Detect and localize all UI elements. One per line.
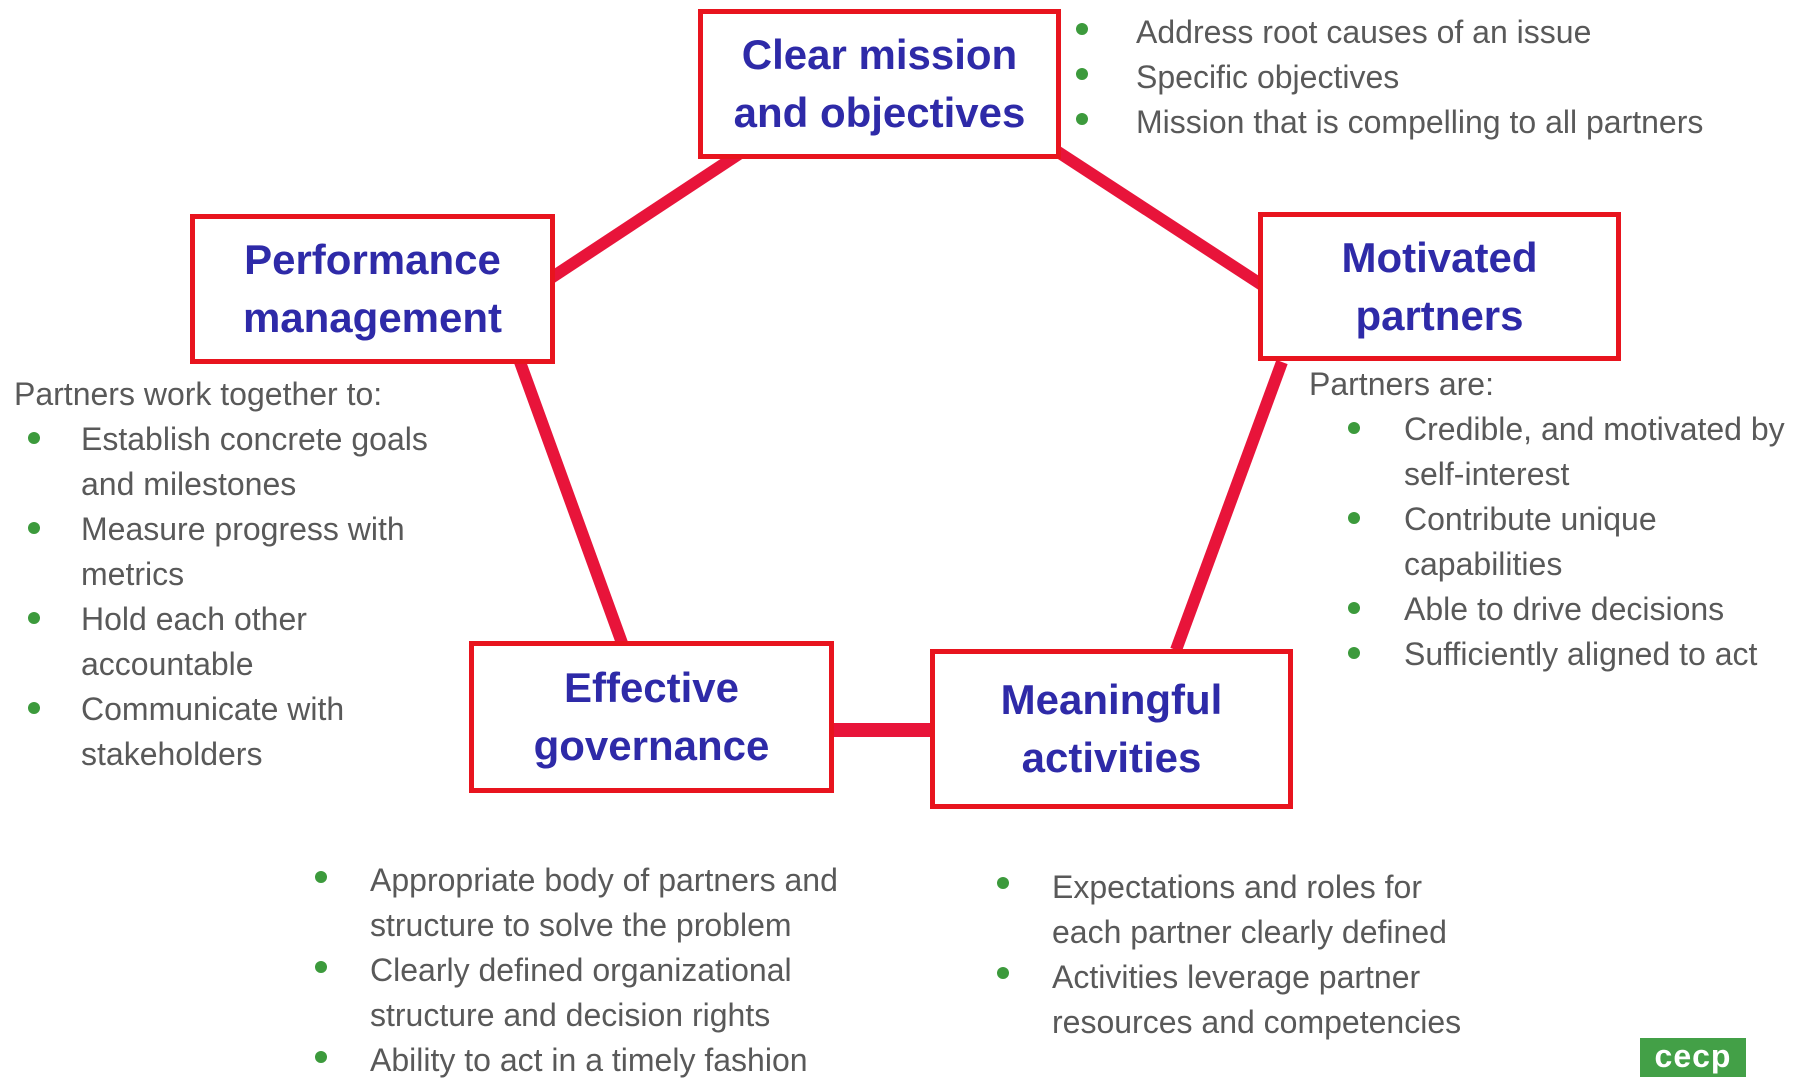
- box-effective-governance-line-2: governance: [533, 722, 770, 769]
- bullet-dot: [1348, 647, 1360, 659]
- connector-mission-partners: [1051, 144, 1266, 291]
- box-performance-management-line-1: Performance: [244, 236, 501, 283]
- box-meaningful-activities-line-2: activities: [1021, 734, 1202, 781]
- bullet-dot: [28, 432, 40, 444]
- list-item: Address root causes of an issue: [1076, 10, 1703, 55]
- bullet-dot: [28, 522, 40, 534]
- box-performance-management-line-2: management: [242, 294, 503, 341]
- bullet-dot: [997, 967, 1009, 979]
- box-effective-governance: Effective governance: [469, 641, 834, 793]
- box-effective-governance-line-1: Effective: [563, 664, 740, 711]
- box-meaningful-activities: Meaningful activities: [930, 649, 1293, 809]
- box-meaningful-activities-line-1: Meaningful: [1000, 676, 1223, 723]
- box-motivated-partners-line-2: partners: [1355, 291, 1524, 339]
- bullet-dot: [1348, 602, 1360, 614]
- list-item: Mission that is compelling to all partne…: [1076, 100, 1703, 145]
- bullet-dot: [997, 877, 1009, 889]
- bullet-dot: [1076, 23, 1088, 35]
- box-motivated-partners: Motivated partners: [1258, 212, 1621, 361]
- list-item: Specific objectives: [1076, 55, 1703, 100]
- bullet-dot: [28, 702, 40, 714]
- connector-mission-performance: [544, 144, 749, 286]
- cecp-logo: cecp: [1640, 1038, 1746, 1077]
- box-motivated-partners-line-1: Motivated: [1341, 233, 1538, 281]
- list-item: Sufficiently aligned to act: [1348, 632, 1785, 677]
- mission-bullets: Address root causes of an issue Specific…: [1076, 10, 1703, 145]
- bullet-dot: [1076, 113, 1088, 125]
- connector-performance-governance: [514, 359, 628, 646]
- bullet-dot: [315, 961, 327, 973]
- bullet-dot: [1348, 422, 1360, 434]
- list-item: Able to drive decisions: [1348, 587, 1785, 632]
- bullet-dot: [1076, 68, 1088, 80]
- box-clear-mission: Clear mission and objectives: [698, 9, 1061, 159]
- partners-intro: Partners are:: [1309, 366, 1494, 402]
- performance-intro: Partners work together to:: [14, 376, 383, 412]
- bullet-dot: [315, 871, 327, 883]
- connector-partners-activities: [1170, 359, 1288, 653]
- bullet-dot: [315, 1051, 327, 1063]
- bullet-dot: [1348, 512, 1360, 524]
- box-clear-mission-line-1: Clear mission: [741, 31, 1018, 78]
- box-performance-management: Performance management: [190, 214, 555, 364]
- box-clear-mission-line-2: and objectives: [733, 89, 1026, 136]
- bullet-dot: [28, 612, 40, 624]
- list-item: Ability to act in a timely fashion: [315, 1038, 838, 1083]
